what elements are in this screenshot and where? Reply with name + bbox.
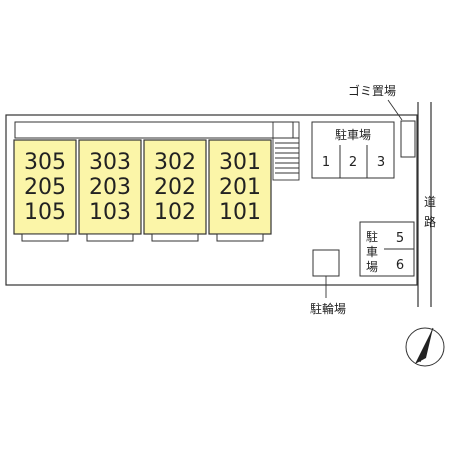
unit-101: 101 — [219, 200, 261, 225]
building-4: 301 201 101 — [208, 139, 272, 242]
parking-space-3: 3 — [377, 155, 385, 170]
parking-space-5: 5 — [396, 231, 404, 246]
parking-space-1: 1 — [322, 155, 330, 170]
bicycle-box — [312, 249, 340, 277]
parking-north: 駐車場 1 2 3 — [311, 121, 395, 179]
building-3: 302 202 102 — [143, 139, 207, 242]
unit-305: 305 — [24, 150, 66, 175]
stairs — [272, 121, 300, 181]
unit-105: 105 — [24, 200, 66, 225]
building-2: 303 203 103 — [78, 139, 142, 242]
building-1: 305 205 105 — [13, 139, 77, 242]
unit-102: 102 — [154, 200, 196, 225]
unit-302: 302 — [154, 150, 196, 175]
garbage-leader — [387, 99, 403, 121]
site-boundary — [5, 114, 418, 286]
unit-301: 301 — [219, 150, 261, 175]
north-arrow-icon — [405, 327, 445, 367]
parking-north-label: 駐車場 — [335, 127, 371, 142]
road-label-1: 道 — [424, 195, 436, 209]
parking-space-2: 2 — [349, 155, 357, 170]
parking-east: 駐 車 場 5 6 — [359, 221, 415, 277]
unit-203: 203 — [89, 175, 131, 200]
unit-205: 205 — [24, 175, 66, 200]
unit-202: 202 — [154, 175, 196, 200]
unit-303: 303 — [89, 150, 131, 175]
parking-east-label-1: 駐 — [366, 229, 378, 244]
corridor — [14, 121, 294, 139]
parking-space-6: 6 — [396, 258, 404, 273]
parking-east-label-3: 場 — [366, 260, 378, 274]
unit-201: 201 — [219, 175, 261, 200]
bicycle-label: 駐輪場 — [310, 301, 346, 316]
road-label-2: 路 — [424, 214, 436, 229]
parking-east-label-2: 車 — [366, 245, 378, 259]
garbage-label: ゴミ置場 — [348, 83, 396, 98]
unit-103: 103 — [89, 200, 131, 225]
garbage-box — [400, 120, 416, 158]
